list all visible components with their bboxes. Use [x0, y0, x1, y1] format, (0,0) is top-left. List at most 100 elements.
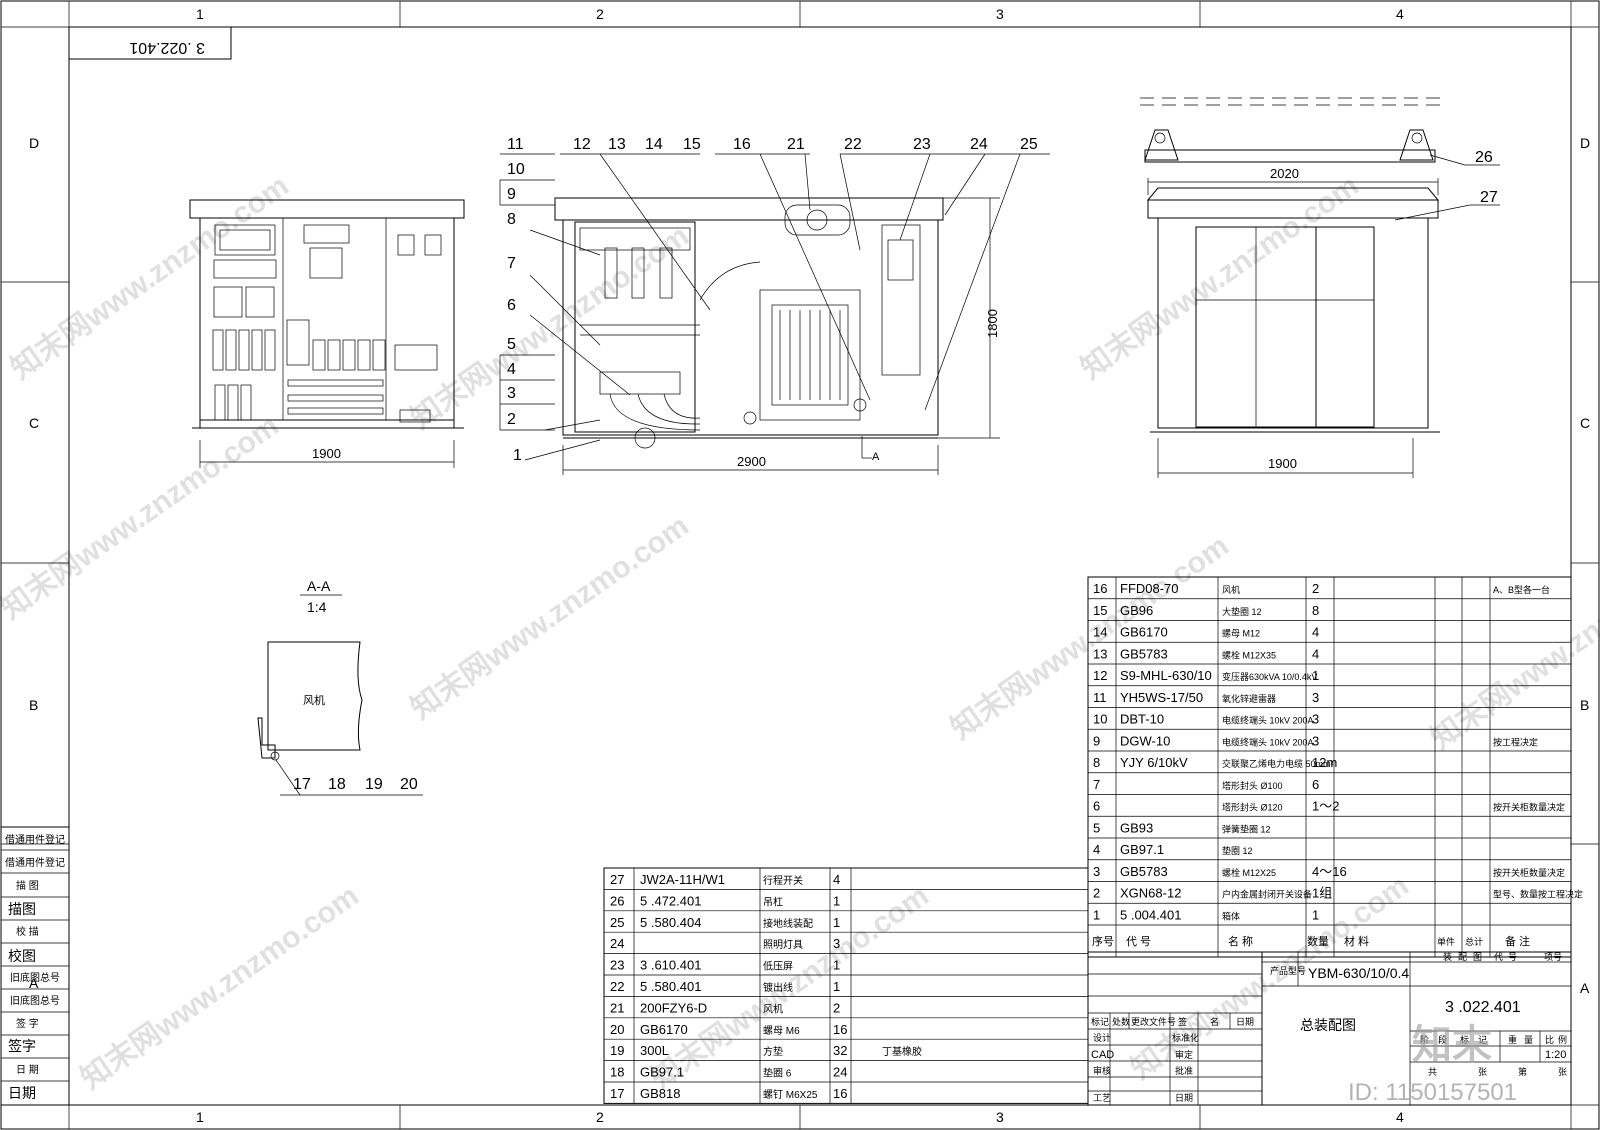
bom-cell-qty: 3: [1312, 690, 1319, 705]
weight-label: 阶: [1420, 1034, 1429, 1045]
callout-15: 15: [683, 136, 701, 153]
side-height-dimension: 1800: [985, 309, 1000, 338]
bom-cell-name: 镀出线: [763, 981, 793, 994]
bom-cell-code: GB5783: [1120, 864, 1168, 879]
callout-10: 10: [507, 161, 525, 178]
bom-cell-name: 箱体: [1222, 910, 1240, 921]
bom-cell-qty: 1: [833, 979, 840, 994]
callout-5: 5: [507, 336, 516, 353]
scale-value: 1:20: [1545, 1049, 1566, 1061]
role-label: 日期: [1175, 1093, 1193, 1103]
bom-cell-no: 13: [1093, 646, 1107, 661]
bom-cell-note: 丁基橡胶: [882, 1045, 922, 1058]
sidebar-label: 借通用件登记: [5, 856, 65, 869]
sidebar-label: 校 描: [16, 925, 39, 938]
bom-cell-qty: 6: [1312, 777, 1319, 792]
product-model: YBM-630/10/0.4: [1308, 965, 1409, 981]
bom-cell-code: GB97.1: [640, 1065, 684, 1080]
drawing-no: 3 .022.401: [1445, 999, 1521, 1016]
watermark-text: 知末网www.znzmo.com: [75, 879, 365, 1096]
bom-cell-qty: 1: [1312, 907, 1319, 922]
callout-18: 18: [328, 776, 346, 793]
bom-cell-name: 垫圈 12: [1222, 845, 1253, 856]
bom-cell-qty: 16: [833, 1086, 847, 1101]
callout-16: 16: [733, 136, 751, 153]
bom-cell-qty: 3: [833, 936, 840, 951]
bom-cell-note: A、B型各一台: [1493, 584, 1550, 595]
tb-header-cell: 配: [1458, 952, 1467, 962]
bom-cell-name: 电缆终端头 10kV 200A: [1222, 715, 1314, 726]
section-label: A-A: [307, 578, 331, 594]
sidebar-label: 借通用件登记: [5, 833, 65, 846]
bom-cell-name: 变压器630kVA 10/0.4kV: [1222, 671, 1317, 682]
bom-cell-no: 3: [1093, 864, 1100, 879]
callout-19: 19: [365, 776, 383, 793]
watermark-text: 知末网www.znzmo.com: [0, 409, 285, 626]
front-view: 1900: [189, 199, 465, 468]
bom-cell-name: 氧化锌避雷器: [1222, 693, 1276, 704]
callout-23: 23: [913, 136, 931, 153]
section-cut-marker: A: [872, 451, 880, 463]
sheet-label: 第: [1518, 1066, 1527, 1077]
bom-cell-note: 按工程决定: [1493, 736, 1538, 747]
callout-20: 20: [400, 776, 418, 793]
bom-cell-no: 16: [1093, 581, 1107, 596]
callout-6: 6: [507, 297, 516, 314]
bom-cell-no: 17: [610, 1086, 624, 1101]
role-label: 标准化: [1172, 1032, 1199, 1043]
bom-right-frame: [1087, 576, 1572, 958]
watermark-text: 知末网www.znzmo.com: [945, 529, 1235, 746]
weight-label: 例: [1558, 1034, 1567, 1045]
callout-24: 24: [970, 136, 988, 153]
bom-cell-code: GB96: [1120, 603, 1153, 618]
bom-cell-code: GB6170: [640, 1022, 688, 1037]
bom-cell-qty: 1: [833, 958, 840, 973]
zone-col-label: 4: [1396, 1109, 1404, 1125]
role-label: 审核: [1093, 1065, 1111, 1076]
bom-cell-no: 10: [1093, 712, 1107, 727]
bom-header-cell: 备 注: [1505, 934, 1530, 948]
watermark-stamp: 知末 ID: 1150157501: [1348, 1023, 1517, 1106]
watermark-text: 知末网www.znzmo.com: [405, 219, 695, 436]
bom-cell-qty: 4: [1312, 625, 1319, 640]
bom-cell-no: 5: [1093, 820, 1100, 835]
bom-cell-qty: 12m: [1312, 755, 1337, 770]
bom-cell-name: 方垫: [763, 1045, 783, 1058]
section-a-a: A-A 1:4 风机 17 18 19 20: [257, 578, 423, 796]
weight-label: 记: [1478, 1035, 1487, 1045]
role-label: 批准: [1175, 1065, 1193, 1076]
bom-cell-no: 23: [610, 958, 624, 973]
sidebar-label: 校图: [8, 948, 36, 964]
tb-header-cell: 号: [1508, 952, 1517, 962]
title-block: 标记 处数 更改文件号 签 名 日期 设计 CAD 审核 工艺 标准化 审定 批…: [1087, 951, 1572, 1106]
bom-cell-code: DGW-10: [1120, 733, 1170, 748]
bom-cell-qty: 4: [1312, 646, 1319, 661]
bom-cell-name: 户内金属封闭开关设备: [1222, 889, 1312, 900]
role-label: 审定: [1175, 1049, 1193, 1060]
tb-header-cell: 代: [1494, 952, 1503, 962]
bom-cell-code: 5 .472.401: [640, 893, 701, 908]
bom-cell-name: 交联聚乙烯电力电缆 50mm²: [1222, 758, 1334, 769]
bom-cell-note: 按开关柜数量决定: [1493, 867, 1565, 878]
bom-cell-code: GB6170: [1120, 625, 1168, 640]
bom-cell-name: 低压屏: [763, 960, 793, 973]
zone-col-label: 2: [596, 6, 604, 22]
bom-cell-code: GB818: [640, 1086, 680, 1101]
bom-cell-code: GB97.1: [1120, 842, 1164, 857]
bom-cell-qty: 32: [833, 1043, 847, 1058]
bom-cell-name: 风机: [1222, 584, 1240, 595]
callout-21: 21: [787, 136, 805, 153]
bom-cell-name: 螺钉 M6X25: [763, 1089, 818, 1101]
bom-cell-name: 大垫圈 12: [1222, 606, 1262, 617]
bom-cell-no: 18: [610, 1065, 624, 1080]
bom-cell-qty: 1: [833, 893, 840, 908]
zone-col-label: 1: [196, 6, 204, 22]
stamp-logo: 知末: [1412, 1023, 1492, 1067]
callout-12: 12: [573, 136, 591, 153]
watermark-text: 知末网www.znzmo.com: [1075, 169, 1365, 386]
bom-cell-no: 26: [610, 893, 624, 908]
rev-header: 标记: [1091, 1016, 1109, 1027]
role-label: 工艺: [1093, 1093, 1111, 1103]
